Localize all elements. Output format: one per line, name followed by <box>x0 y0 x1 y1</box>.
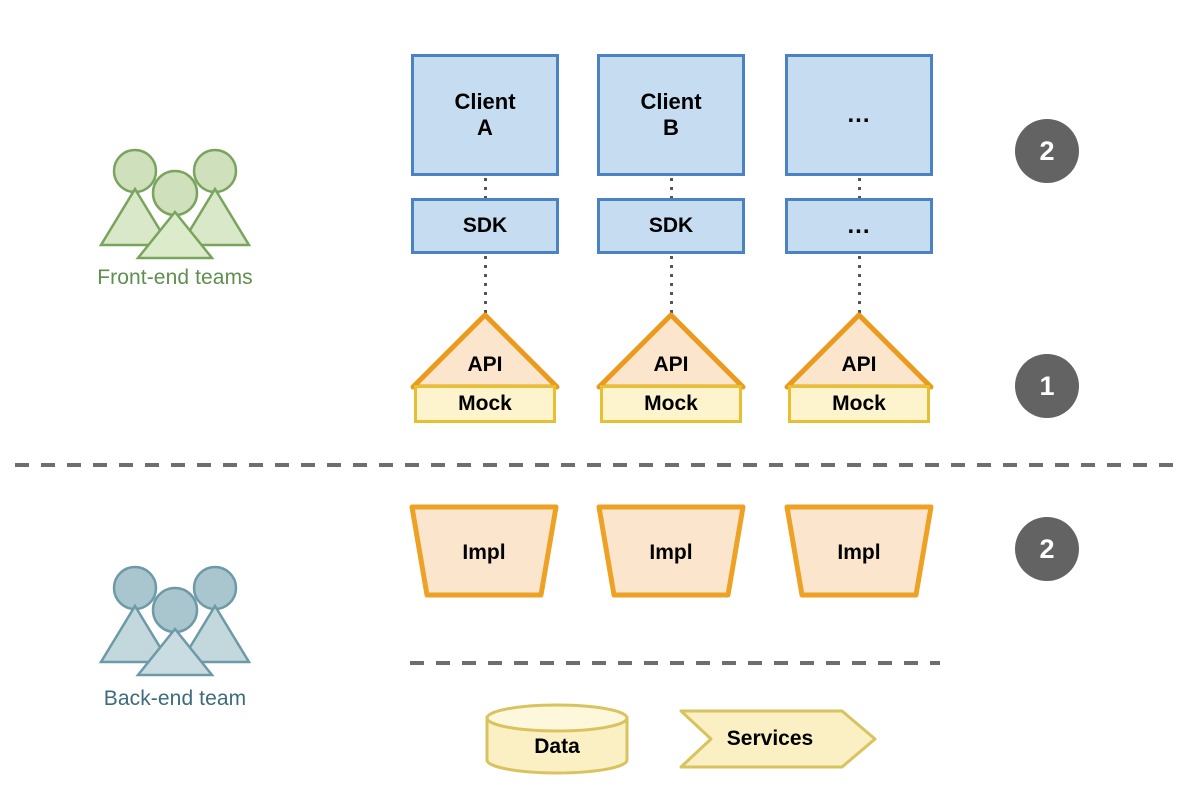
impl-shape-b[interactable]: Impl <box>595 503 747 599</box>
services-label: Services <box>726 727 814 750</box>
api-mock-group-b: API Mock <box>595 311 747 423</box>
badge-clients: 2 <box>1015 119 1079 183</box>
data-store-label: Data <box>534 735 580 758</box>
frontend-backend-divider <box>15 463 1180 467</box>
impl-shape-c[interactable]: Impl <box>783 503 935 599</box>
connector-sdk-b-to-api <box>670 256 673 313</box>
connector-sdk-a-to-api <box>484 256 487 313</box>
api-triangle-c[interactable] <box>783 311 935 391</box>
mock-label-c: Mock <box>832 392 886 415</box>
impl-shape-a[interactable]: Impl <box>408 503 560 599</box>
badge-impl: 2 <box>1015 517 1079 581</box>
badge-api-mock: 1 <box>1015 354 1079 418</box>
connector-client-more-to-sdk <box>858 178 861 198</box>
client-box-more[interactable]: ... <box>785 54 933 176</box>
connector-sdk-more-to-api <box>858 256 861 313</box>
mock-box-c[interactable]: Mock <box>788 385 930 423</box>
client-box-a-label: Client A <box>454 89 516 140</box>
sdk-box-b[interactable]: SDK <box>597 198 745 254</box>
database-cylinder-icon <box>485 703 629 775</box>
mock-box-b[interactable]: Mock <box>600 385 742 423</box>
impl-label-b: Impl <box>649 541 693 564</box>
api-mock-group-a: API Mock <box>409 311 561 423</box>
client-box-a[interactable]: Client A <box>411 54 559 176</box>
data-store-shape[interactable]: Data <box>483 703 631 775</box>
mock-label-a: Mock <box>458 392 512 415</box>
impl-label-c: Impl <box>837 541 881 564</box>
client-box-b[interactable]: Client B <box>597 54 745 176</box>
chevron-arrow-icon <box>679 709 877 769</box>
services-shape[interactable]: Services <box>677 707 879 771</box>
badge-api-mock-value: 1 <box>1039 370 1055 401</box>
front-end-team-label: Front-end teams <box>97 266 253 289</box>
api-triangle-b[interactable] <box>595 311 747 391</box>
api-label-a: API <box>467 353 503 376</box>
connector-client-b-to-sdk <box>670 178 673 198</box>
api-triangle-a[interactable] <box>409 311 561 391</box>
badge-impl-value: 2 <box>1039 533 1055 564</box>
api-label-c: API <box>841 353 877 376</box>
front-end-team-icon-group <box>95 145 255 260</box>
mock-label-b: Mock <box>644 392 698 415</box>
client-box-b-label: Client B <box>640 89 702 140</box>
sdk-box-more-label: ... <box>847 211 871 239</box>
impl-trapezoid-c <box>784 504 934 598</box>
back-end-team-label: Back-end team <box>103 687 247 710</box>
sdk-box-a[interactable]: SDK <box>411 198 559 254</box>
sdk-box-more[interactable]: ... <box>785 198 933 254</box>
sdk-box-a-label: SDK <box>462 213 508 237</box>
sdk-box-b-label: SDK <box>648 213 694 237</box>
api-mock-group-c: API Mock <box>783 311 935 423</box>
connector-client-a-to-sdk <box>484 178 487 198</box>
impl-trapezoid-b <box>596 504 746 598</box>
api-label-b: API <box>653 353 689 376</box>
badge-clients-value: 2 <box>1039 135 1055 166</box>
back-end-team-icon-group <box>95 562 255 677</box>
impl-trapezoid-a <box>409 504 559 598</box>
mock-box-a[interactable]: Mock <box>414 385 556 423</box>
people-group-icon <box>98 565 252 677</box>
impl-label-a: Impl <box>462 541 506 564</box>
client-box-more-label: ... <box>847 100 871 128</box>
people-group-icon <box>98 148 252 260</box>
impl-resources-divider <box>410 661 940 665</box>
